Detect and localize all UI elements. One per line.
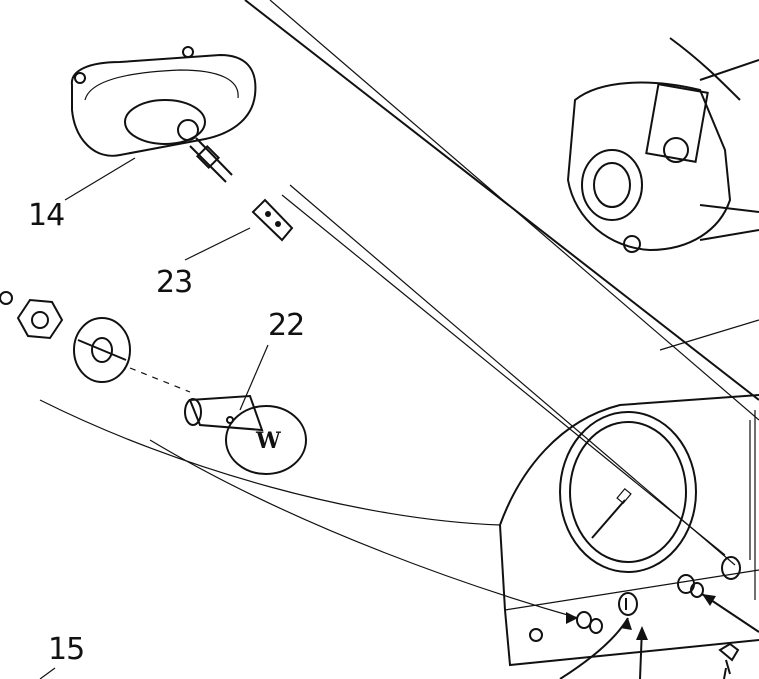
knob-part: W bbox=[184, 394, 307, 475]
gauge-dial bbox=[559, 411, 697, 573]
clip-part bbox=[251, 198, 294, 242]
dashboard-fittings bbox=[529, 556, 741, 675]
callout-22: 22 bbox=[268, 308, 305, 343]
control-unit-part bbox=[566, 37, 759, 253]
wiper-motor-part bbox=[70, 46, 257, 183]
callout-15: 15 bbox=[48, 632, 85, 667]
callout-14: 14 bbox=[28, 198, 65, 233]
leader-lines bbox=[39, 157, 759, 679]
dashboard-panel bbox=[39, 0, 759, 667]
nut-washer-stack bbox=[0, 291, 191, 393]
callout-23: 23 bbox=[156, 265, 193, 300]
knob-letter: W bbox=[255, 428, 281, 454]
